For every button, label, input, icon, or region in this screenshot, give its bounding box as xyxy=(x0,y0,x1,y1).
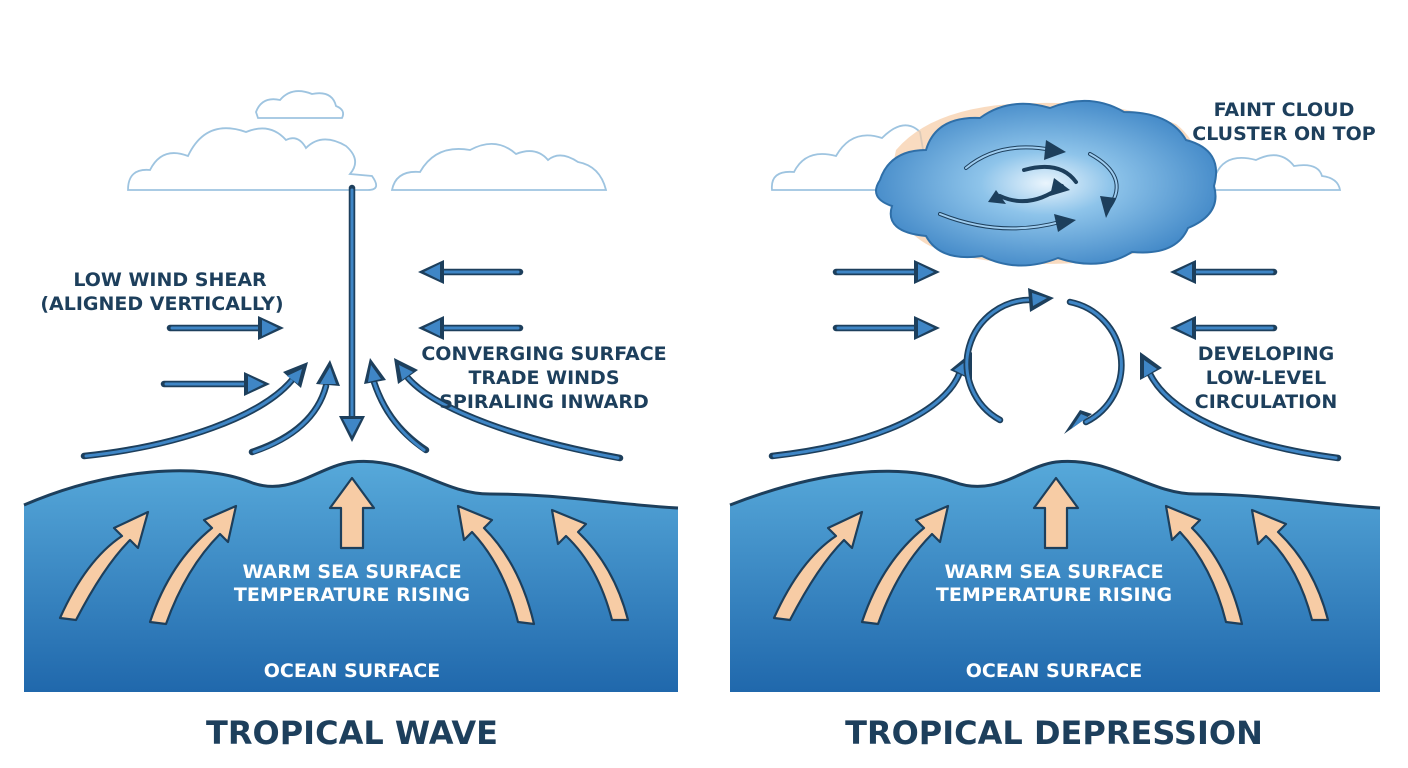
warm-air-arrow-icon xyxy=(860,504,950,626)
warm-air-arrow-icon xyxy=(550,508,630,622)
curved-wind-arrow xyxy=(768,352,972,460)
background-clouds-left xyxy=(127,90,608,191)
warm-air-arrow-icon xyxy=(328,476,376,550)
cloud-icon xyxy=(390,143,608,191)
warm-air-arrow-icon xyxy=(1250,508,1330,622)
wind-arrow-left xyxy=(418,260,524,284)
warm-air-arrow-icon xyxy=(148,504,238,626)
warm-air-arrow-icon xyxy=(58,510,150,622)
low-level-circulation-ring xyxy=(963,288,1125,434)
label-ocean-surface: OCEAN SURFACE xyxy=(264,660,440,682)
wind-arrow-left xyxy=(418,316,524,340)
ocean-body xyxy=(730,461,1380,692)
warm-air-arrow-icon xyxy=(1032,476,1080,550)
warm-air-arrow-icon xyxy=(1164,504,1244,626)
wind-arrow-left xyxy=(1170,260,1278,284)
panel-title-tropical-depression: TROPICAL DEPRESSION xyxy=(845,714,1263,752)
ocean-surface-line xyxy=(729,459,1381,510)
label-ocean-surface: OCEAN SURFACE xyxy=(966,660,1142,682)
wind-arrows-left xyxy=(80,184,624,462)
wind-arrow-right xyxy=(832,260,940,284)
curved-wind-arrow xyxy=(248,360,340,456)
ocean-surface-line xyxy=(23,459,679,510)
label-developing-circ-1: DEVELOPING xyxy=(1198,343,1335,365)
panel-title-tropical-wave: TROPICAL WAVE xyxy=(206,714,498,752)
label-converging-trades-1: CONVERGING SURFACE xyxy=(421,343,666,365)
warm-air-arrow-icon xyxy=(772,510,864,622)
cloud-icon xyxy=(127,127,378,191)
label-developing-circ-3: CIRCULATION xyxy=(1195,391,1337,413)
curved-wind-arrow xyxy=(1140,352,1342,462)
wind-arrow-right xyxy=(832,316,940,340)
wind-arrow-left xyxy=(1170,316,1278,340)
curved-wind-arrow xyxy=(394,358,624,462)
label-low-wind-shear-1: LOW WIND SHEAR xyxy=(73,269,267,291)
label-warm-sst-2: TEMPERATURE RISING xyxy=(936,584,1172,606)
label-warm-sst-1: WARM SEA SURFACE xyxy=(944,561,1163,583)
downdraft-arrow xyxy=(339,184,365,442)
label-warm-sst-1: WARM SEA SURFACE xyxy=(242,561,461,583)
wind-arrow-right xyxy=(160,372,270,396)
label-developing-circ-2: LOW-LEVEL xyxy=(1206,367,1326,389)
label-faint-cloud-1: FAINT CLOUD xyxy=(1214,99,1355,121)
ocean-body xyxy=(24,461,678,692)
storm-cloud xyxy=(875,99,1218,267)
label-warm-sst-2: TEMPERATURE RISING xyxy=(234,584,470,606)
warm-air-arrow-icon xyxy=(456,504,536,626)
label-converging-trades-2: TRADE WINDS xyxy=(468,367,619,389)
storm-cloud-cluster xyxy=(875,99,1218,267)
wind-arrow-right xyxy=(166,316,284,340)
warm-air-arrows-right xyxy=(772,476,1330,626)
panel-tropical-depression: FAINT CLOUD CLUSTER ON TOP DEVELOPING LO… xyxy=(729,99,1381,752)
label-converging-trades-3: SPIRALING INWARD xyxy=(439,391,648,413)
curved-wind-arrow xyxy=(364,358,430,454)
curved-wind-arrow xyxy=(80,362,308,460)
label-low-wind-shear-2: (ALIGNED VERTICALLY) xyxy=(40,293,283,315)
label-faint-cloud-2: CLUSTER ON TOP xyxy=(1192,123,1375,145)
panel-tropical-wave: LOW WIND SHEAR (ALIGNED VERTICALLY) CONV… xyxy=(23,90,679,752)
cloud-icon xyxy=(255,90,345,119)
warm-air-arrows-left xyxy=(58,476,630,626)
